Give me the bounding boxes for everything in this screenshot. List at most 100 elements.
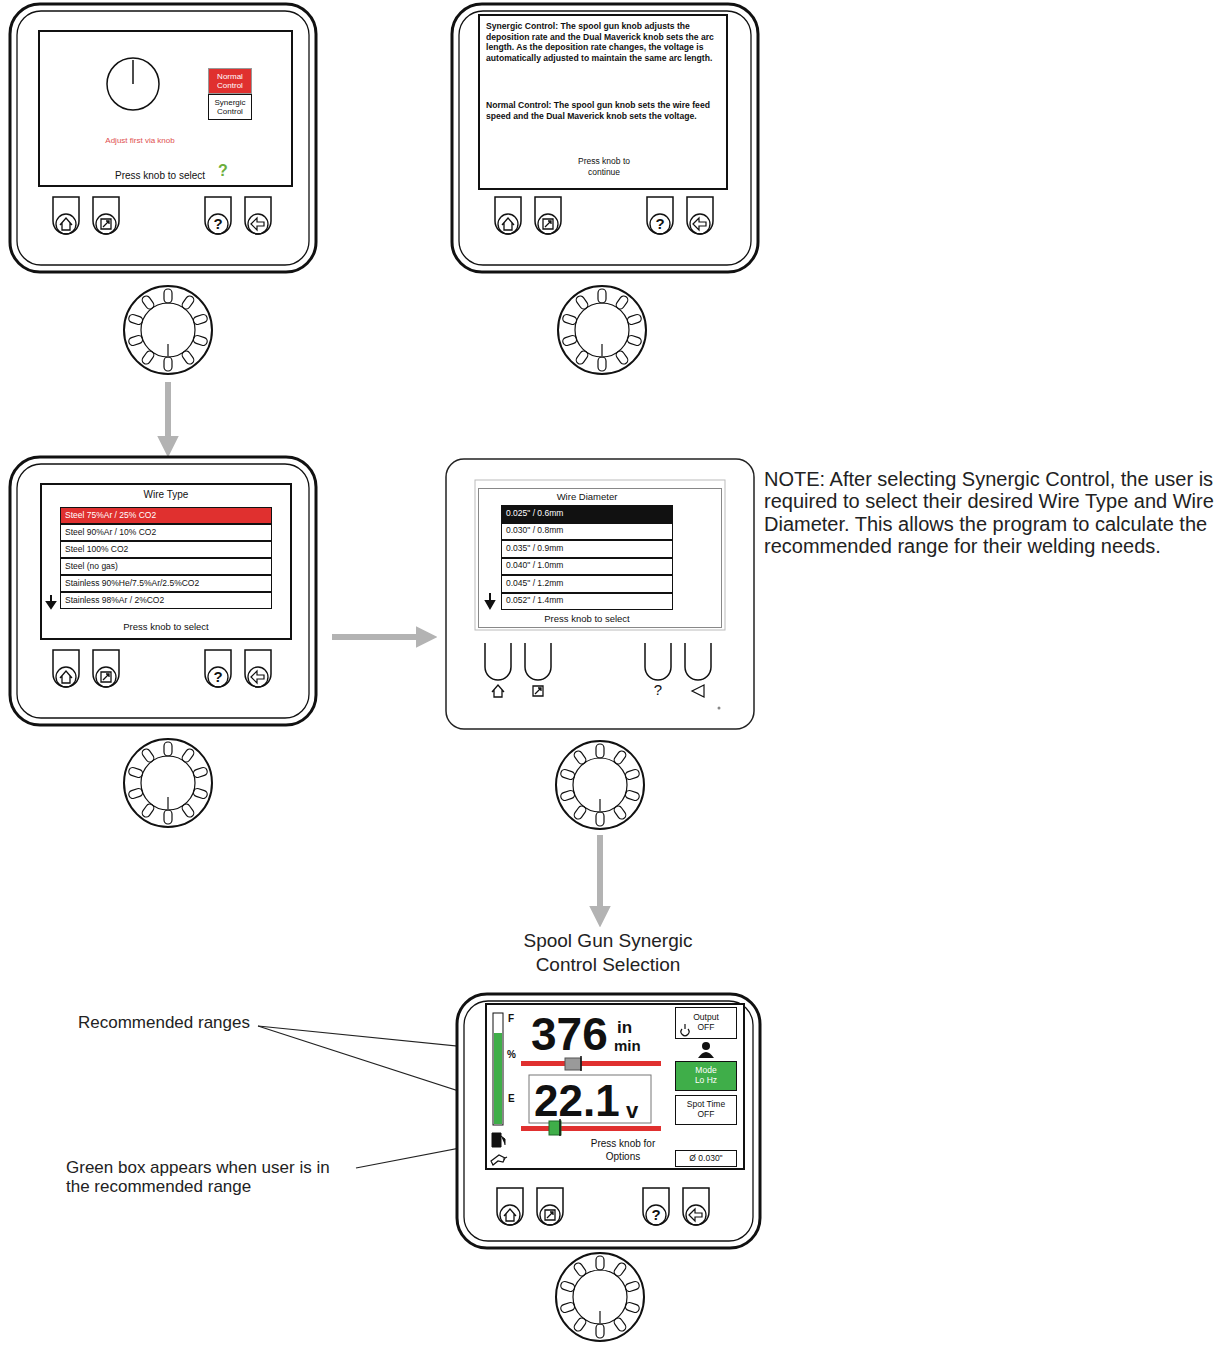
- edit-icon: [101, 672, 111, 682]
- control-panel: ?Wire DiameterPress knob to select0.025"…: [445, 458, 755, 831]
- soft-button: [485, 643, 511, 680]
- knob-mark: [167, 344, 168, 356]
- knob-grip: [164, 289, 172, 303]
- panel-housing: [10, 4, 316, 272]
- soft-button: [537, 1188, 563, 1225]
- edit-icon: [543, 219, 553, 229]
- button-icon-ring: [208, 214, 228, 234]
- screen-text: Press knob to select: [42, 621, 290, 633]
- button-icon-ring: [208, 667, 228, 687]
- button-icon-ring: [690, 214, 710, 234]
- back-icon: [689, 1209, 702, 1221]
- home-icon: [60, 671, 72, 683]
- knob-grip: [596, 1256, 604, 1270]
- screen-text: ?: [218, 161, 232, 181]
- item-text: 0.035" / 0.9mm: [506, 544, 668, 554]
- edit-icon: [533, 686, 543, 696]
- list-row: 0.035" / 0.9mm: [501, 540, 673, 558]
- item-text: 0.025" / 0.6mm: [506, 509, 668, 519]
- lcd-screen: Adjust first via knobPress knob to selec…: [38, 30, 293, 187]
- button-icon-ring: [56, 667, 76, 687]
- lcd-screen: Synergic Control: The spool gun knob adj…: [478, 14, 728, 190]
- knob-mark: [599, 1311, 600, 1323]
- button-icon-ring: [56, 214, 76, 234]
- soft-button: [93, 197, 119, 234]
- range-marker: [549, 1121, 561, 1135]
- control-panel: Spool Gun Synergic Control Selection? 376…: [455, 925, 762, 1345]
- button-icon-ring: [686, 1205, 706, 1225]
- screen-text: Synergic Control: The spool gun knob adj…: [486, 21, 722, 64]
- screen-text: F: [508, 1013, 520, 1026]
- panel-housing: [10, 457, 316, 725]
- status-box: OutputOFF: [675, 1007, 737, 1039]
- knob-rim: [124, 739, 212, 827]
- screen-graphics: [40, 32, 295, 189]
- home-icon: [502, 218, 514, 230]
- item-text: Synergic Control: [213, 98, 247, 116]
- soft-button: [687, 197, 713, 234]
- flow-arrow: [332, 634, 431, 640]
- soft-button: [205, 197, 231, 234]
- screen-text: min: [614, 1037, 650, 1056]
- screen-text: Press knob to select: [100, 170, 220, 183]
- soft-button: [647, 197, 673, 234]
- operator-icon: [698, 1052, 714, 1058]
- menu-item: Synergic Control: [208, 94, 252, 120]
- knob-grip: [598, 357, 606, 371]
- screen-text: Normal Control: The spool gun knob sets …: [486, 100, 722, 121]
- range-bar: [521, 1061, 661, 1066]
- list-row: 0.045" / 1.2mm: [501, 575, 673, 593]
- button-icon-ring: [96, 667, 116, 687]
- range-bar: [521, 1126, 661, 1131]
- knob-grip: [596, 744, 604, 758]
- back-icon: [251, 218, 264, 230]
- mode-box: ModeLo Hz: [675, 1061, 737, 1091]
- screen-text: 376: [531, 1011, 621, 1057]
- knob-face: [141, 303, 195, 357]
- knob-rim: [556, 1253, 644, 1341]
- button-icon-ring: [540, 1205, 560, 1225]
- screen-text: ?: [208, 215, 228, 234]
- item-text: Normal Control: [213, 72, 247, 90]
- screen-text: Spool Gun Synergic Control Selection: [508, 929, 708, 977]
- home-icon: [492, 685, 504, 697]
- menu-row: Steel (no gas): [60, 558, 272, 575]
- fuel-icon: [492, 1133, 505, 1147]
- item-text: 0.030" / 0.8mm: [506, 526, 668, 536]
- item-text: Steel (no gas): [65, 562, 267, 572]
- panel-bezel: [17, 464, 309, 718]
- menu-item: Normal Control: [208, 68, 252, 94]
- range-marker: [565, 1058, 581, 1070]
- menu-row: Steel 100% CO2: [60, 541, 272, 558]
- menu-row: Stainless 98%Ar / 2%CO2: [60, 592, 272, 609]
- control-panel: ?Adjust first via knobPress knob to sele…: [8, 2, 318, 378]
- list-row: 0.025" / 0.6mm: [501, 505, 673, 523]
- callout-label: Recommended ranges: [78, 1013, 278, 1032]
- item-text: Mode: [680, 1066, 732, 1076]
- knob-face: [573, 758, 627, 812]
- screen-text: Press knob for Options: [577, 1138, 669, 1163]
- item-text: Steel 90%Ar / 10% CO2: [65, 528, 267, 538]
- lcd-screen: 376inmin22.1vPress knob for OptionsF%EOu…: [485, 1003, 745, 1170]
- power-icon: [681, 1024, 689, 1036]
- screen-text: ?: [646, 1206, 666, 1225]
- screen-text: ?: [646, 681, 670, 700]
- back-icon: [693, 218, 706, 230]
- screen-text: Wire Type: [42, 489, 290, 502]
- home-icon: [504, 1209, 516, 1221]
- item-text: Steel 75%Ar / 25% CO2: [65, 511, 267, 521]
- button-icon-ring: [646, 1205, 666, 1225]
- control-panel: ?Wire TypePress knob to selectSteel 75%A…: [8, 455, 318, 831]
- status-box: Spot TimeOFF: [675, 1095, 737, 1125]
- soft-button: [93, 650, 119, 687]
- panel-bezel: [459, 11, 751, 265]
- control-knob: [558, 286, 646, 374]
- item-text: Lo Hz: [680, 1076, 732, 1086]
- soft-button: [685, 643, 711, 680]
- soft-button: [643, 1188, 669, 1225]
- screen-text: E: [508, 1093, 520, 1106]
- button-icon-ring: [248, 214, 268, 234]
- item-text: 0.052" / 1.4mm: [506, 596, 668, 606]
- screen-text: Press knob to select: [479, 613, 695, 625]
